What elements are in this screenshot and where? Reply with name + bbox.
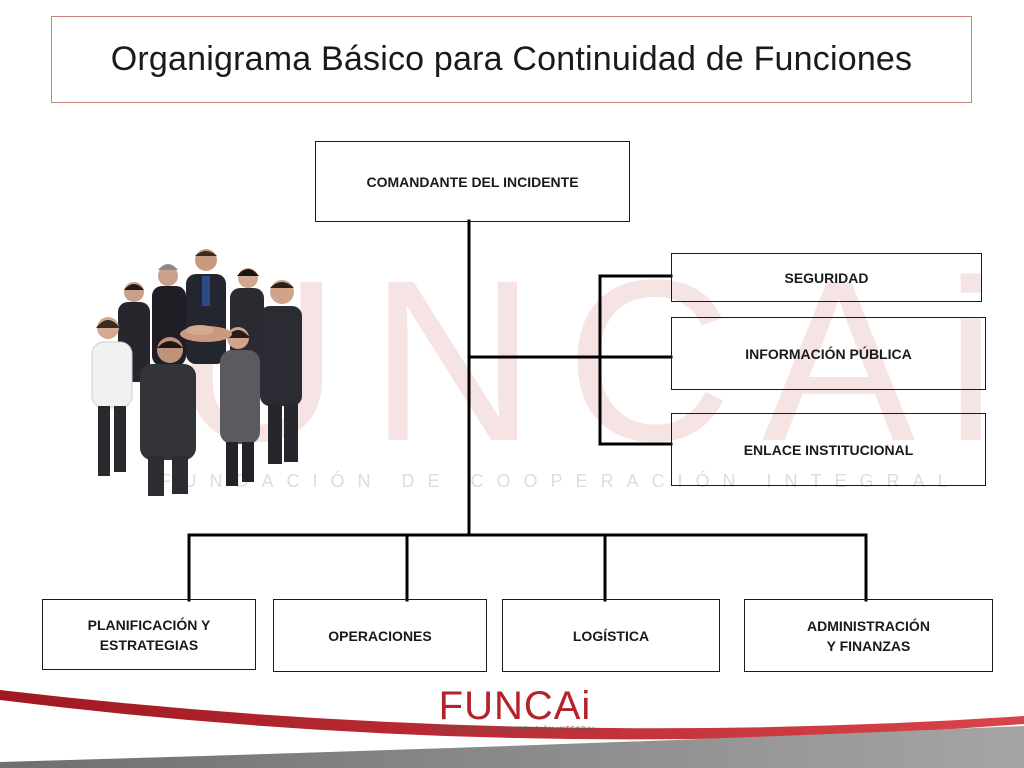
box-planificacion: PLANIFICACIÓN Y ESTRATEGIAS [42, 599, 256, 670]
page-title: Organigrama Básico para Continuidad de F… [110, 40, 913, 78]
box-logistica: LOGÍSTICA [502, 599, 720, 672]
person-right [260, 280, 302, 464]
footer-band [0, 690, 1024, 768]
person-front-left [91, 317, 133, 476]
footer-gray-wave [0, 726, 1024, 768]
funcai-logo: FUNCAi FUNDACIÓN DE COOPERACIÓN INTEGRAL [430, 686, 600, 742]
box-seguridad: SEGURIDAD [671, 253, 982, 302]
person-back-2 [186, 249, 226, 364]
person-front-right [220, 327, 260, 486]
box-enlace-institucional: ENLACE INSTITUCIONAL [671, 413, 986, 486]
title-box: Organigrama Básico para Continuidad de F… [51, 16, 972, 103]
person-front-center [140, 337, 196, 496]
logo-tagline: FUNDACIÓN DE COOPERACIÓN INTEGRAL [433, 727, 597, 733]
logo-wordmark: FUNCAi [438, 684, 592, 728]
team-photo-illustration [91, 249, 302, 496]
box-operaciones: OPERACIONES [273, 599, 487, 672]
joined-hands [180, 325, 232, 342]
box-administracion: ADMINISTRACIÓN Y FINANZAS [744, 599, 993, 672]
box-comandante: COMANDANTE DEL INCIDENTE [315, 141, 630, 222]
box-informacion-publica: INFORMACIÓN PÚBLICA [671, 317, 986, 390]
